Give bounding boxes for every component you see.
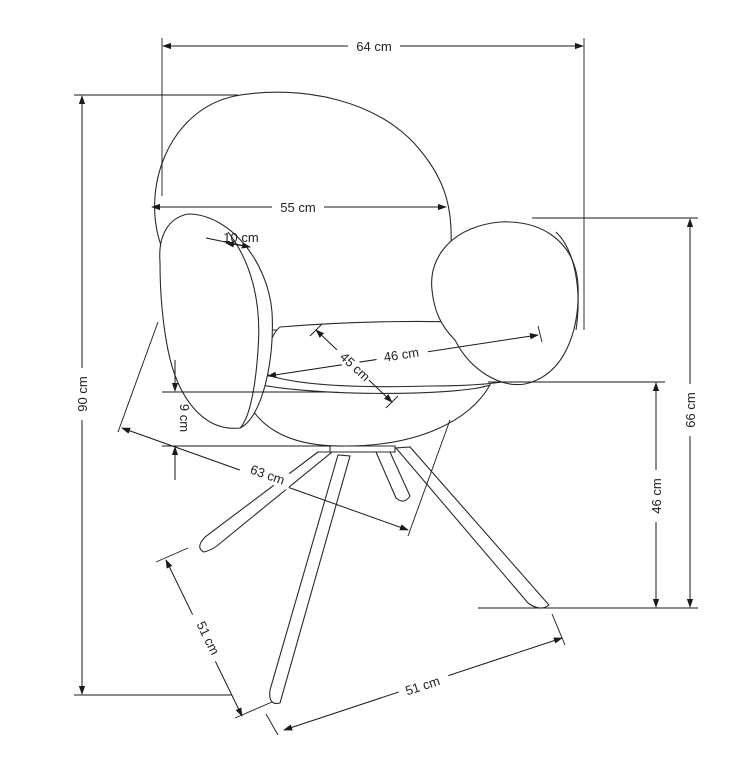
label-armrest-thickness: 10 cm	[223, 230, 258, 245]
chair-armrest-right-edge	[555, 231, 579, 331]
label-seat-height: 46 cm	[649, 478, 664, 513]
label-backrest-width: 55 cm	[280, 200, 315, 215]
chair-leg-back	[375, 451, 411, 502]
label-base-depth: 51 cm	[194, 619, 223, 657]
label-base-width: 51 cm	[403, 673, 441, 698]
chair-illustration	[154, 91, 579, 705]
chair-seat-shell	[239, 379, 492, 447]
label-diagonal: 63 cm	[248, 462, 286, 488]
chair-armrest-left-inner	[227, 231, 260, 429]
chair-armrest-left	[159, 213, 273, 429]
label-total-width: 64 cm	[356, 39, 391, 54]
label-seat-thickness: 9 cm	[177, 404, 192, 432]
chair-swivel	[329, 445, 396, 453]
label-armrest-height: 66 cm	[683, 392, 698, 427]
label-seat-width: 46 cm	[383, 344, 420, 364]
label-total-height: 90 cm	[75, 376, 90, 411]
chair-leg-right	[394, 446, 550, 609]
